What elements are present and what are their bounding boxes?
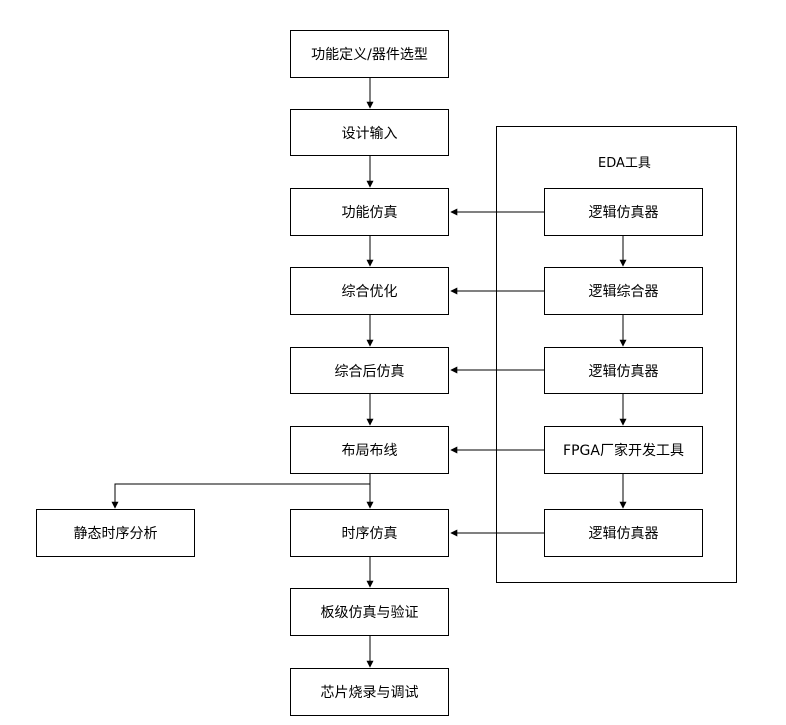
step-program-debug-box: 芯片烧录与调试 [290, 668, 449, 716]
eda-tool-logic-sim-3-box: 逻辑仿真器 [544, 509, 703, 557]
step-design-input-box: 设计输入 [290, 109, 449, 156]
step-board-sim-box: 板级仿真与验证 [290, 588, 449, 636]
eda-tools-title: EDA工具 [598, 156, 651, 171]
step-post-synth-sim-box: 综合后仿真 [290, 347, 449, 394]
step-func-sim-box: 功能仿真 [290, 188, 449, 236]
step-spec-box: 功能定义/器件选型 [290, 30, 449, 78]
static-timing-analysis-box: 静态时序分析 [36, 509, 195, 557]
eda-tool-fpga-vendor-box: FPGA厂家开发工具 [544, 426, 703, 474]
eda-tool-logic-sim-2-box: 逻辑仿真器 [544, 347, 703, 394]
step-place-route-box: 布局布线 [290, 426, 449, 474]
arrow-pnr-to-static-timing [111, 483, 370, 509]
eda-tool-logic-sim-1-box: 逻辑仿真器 [544, 188, 703, 236]
eda-tools-group [496, 126, 737, 583]
step-timing-sim-box: 时序仿真 [290, 509, 449, 557]
eda-tool-logic-synth-box: 逻辑综合器 [544, 267, 703, 315]
step-synthesis-box: 综合优化 [290, 267, 449, 315]
